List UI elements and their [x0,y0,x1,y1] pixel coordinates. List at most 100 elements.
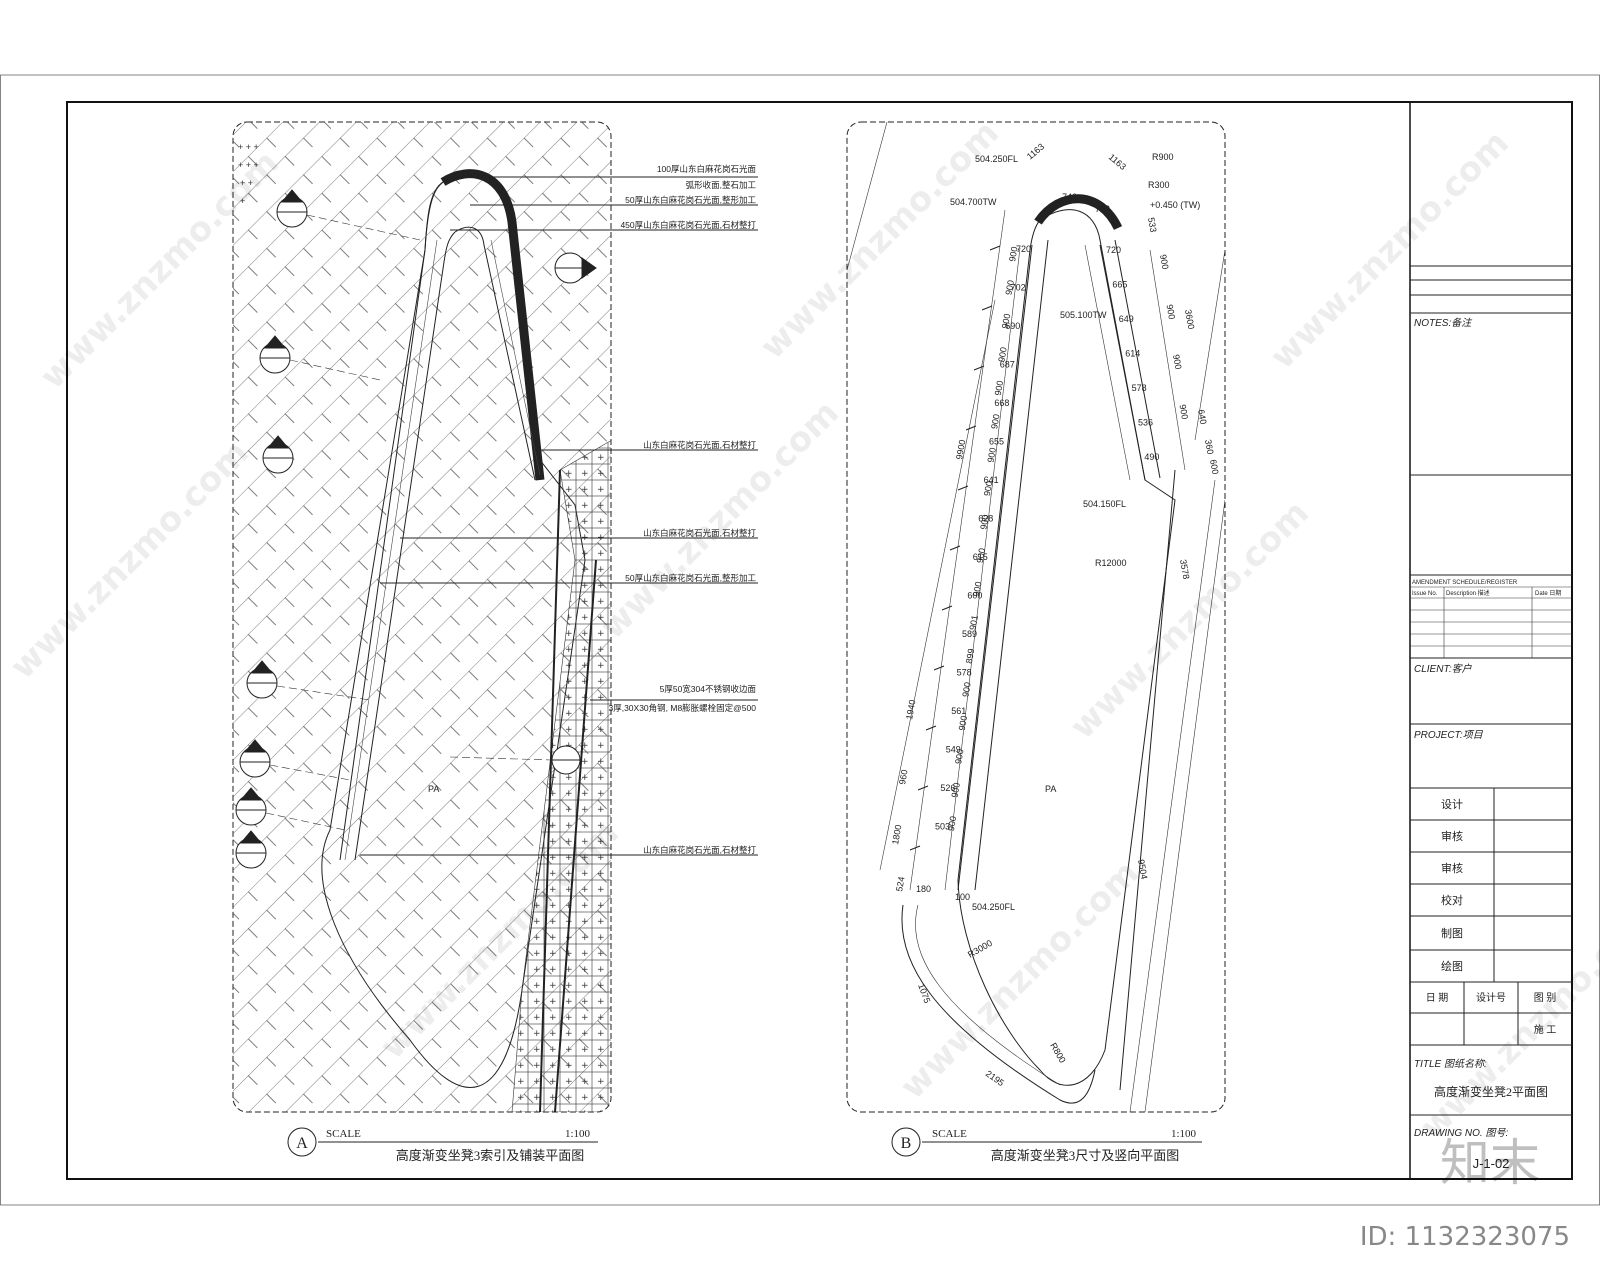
dimension-value: 1163 [1107,152,1128,172]
dimension-value: 720 [1106,245,1121,255]
dimension-value: 2195 [984,1068,1006,1088]
callout-label: 山东白麻花岗石光面,石材整打 [643,845,756,855]
heights-left: 7207026906876686556416286156005895785615… [935,244,1031,832]
dimension-value: 900 [996,346,1008,363]
notes-label: NOTES:备注 [1414,317,1472,329]
drawing-no-label: DRAWING NO. 图号: [1414,1128,1508,1139]
dimension-value: 3578 [1178,559,1191,580]
plan-a-title: 高度渐变坐凳3索引及铺装平面图 [396,1148,585,1163]
plan-a-circle [287,1127,317,1157]
radius-label: R3000 [966,938,994,960]
elevation-label: 504.250FL [975,154,1018,164]
dimension-value: 578 [957,668,972,678]
svg-text:+ + +: + + + [238,160,259,170]
dimension-value: 900 [1007,246,1019,263]
dimension-value: 655 [989,437,1004,447]
dim-ticks [909,245,1001,851]
callout-label: 5厚50宽304不锈钢收边面 [660,684,757,694]
callout-label: 山东白麻花岗石光面,石材整打 [643,440,756,450]
amendment-label: AMENDMENT SCHEDULE/REGISTER [1412,580,1518,586]
svg-text:+: + [240,196,245,206]
dimension-value: 1800 [890,824,903,845]
dimension-value: 615 [973,552,988,562]
arc-top: 746 733 [1062,192,1110,214]
dimension-value: 614 [1125,349,1140,359]
dimension-value: 900 [989,413,1001,430]
dimension-value: 526 [940,783,955,793]
callout-label: 3厚,30X30角钢, M8膨胀螺栓固定@500 [608,703,756,713]
image-id: ID: 1132323075 [1359,1222,1570,1252]
svg-text:+ + +: + + + [238,142,259,152]
plan-a-id: A [296,1135,308,1152]
dimension-value: 900 [993,380,1005,397]
client-label: CLIENT:客户 [1414,663,1473,675]
dimension-value: 100 [955,892,970,902]
project-label: PROJECT:项目 [1414,730,1484,741]
dimension-value: 899 [964,648,976,665]
dimension-value: 600 [1208,459,1220,476]
dimension-value: 589 [962,629,977,639]
callout-label: 50厚山东白麻花岗石光面,整形加工 [625,195,756,205]
elevation-label: 504.250FL [972,902,1015,912]
callout-label: 50厚山东白麻花岗石光面,整形加工 [625,573,756,583]
plan-b: 504.250FL 504.700TW 505.100TW +0.450 (TW… [846,121,1226,1163]
dimension-value: 668 [994,398,1009,408]
plan-b-id: B [901,1135,912,1152]
dimension-value: 1163 [1025,141,1046,161]
dimension-value: 649 [1119,314,1134,324]
area-label: PA [428,784,439,794]
dimension-value: 900 [971,581,983,598]
elevation-label: 505.100TW [1060,310,1107,320]
dimension-value: 900 [953,748,965,765]
dimension-value: 641 [984,475,999,485]
dimension-value: 549 [946,745,961,755]
dimension-value: 900 [982,480,994,497]
dimension-value: 524 [894,876,906,893]
dimension-value: 9504 [1136,859,1149,880]
dimension-value: 665 [1112,280,1127,290]
dimension-value: 1940 [904,699,917,720]
dimension-value: 900 [1004,279,1016,296]
footer-label: 设计号 [1476,991,1506,1004]
dimension-value: 687 [1000,360,1015,370]
dimension-value: 578 [1132,383,1147,393]
dimension-value: 628 [978,514,993,524]
dimension-value: 900 [946,815,958,832]
dimension-value: 1075 [916,982,932,1004]
drawing-no: J-1-02 [1473,1156,1510,1171]
dimension-value: 561 [951,706,966,716]
radius-label: R900 [1152,152,1174,162]
dimension-value: 900 [978,514,990,531]
dimension-value: 180 [916,884,931,894]
dimension-value: 900 [1171,354,1183,371]
dimension-value: 900 [950,782,962,799]
dimension-value: 900 [975,547,987,564]
svg-text:+ +: + + [240,178,253,188]
dimension-value: 490 [1144,452,1159,462]
dimension-value: 702 [1011,283,1026,293]
role-label: 校对 [1441,893,1463,907]
callout-leaders [360,176,758,856]
elevation-label: 504.150FL [1083,499,1126,509]
area-label: PA [1045,784,1056,794]
callout-label: 450厚山东白麻花岗石光面,石材整打 [620,220,756,230]
elevation-label: +0.450 (TW) [1150,200,1200,210]
dimension-value: 503 [935,822,950,832]
dimension-value: 900 [1158,254,1170,271]
radius-label: R800 [1048,1041,1067,1065]
arc-dim: 733 [1095,204,1110,214]
elevation-labels: 504.250FL 504.700TW 505.100TW +0.450 (TW… [950,154,1200,912]
callout-labels: 100厚山东白麻花岗石光面 弧形收面,整石加工 50厚山东白麻花岗石光面,整形加… [608,164,756,855]
dimension-value: 3600 [1183,309,1196,330]
scale-label: SCALE [326,1128,361,1140]
scale-label: SCALE [932,1128,967,1140]
footer-label: 日 期 [1426,992,1449,1004]
dimension-value: 640 [1196,409,1208,426]
section-leaders [265,214,553,831]
radius-labels: R900 R300 R12000 R3000 R800 [966,152,1174,1065]
amend-col: Description 描述 [1446,589,1490,597]
dimension-value: 901 [968,614,980,631]
elevation-label: 504.700TW [950,197,997,207]
dimension-value: 900 [1000,313,1012,330]
